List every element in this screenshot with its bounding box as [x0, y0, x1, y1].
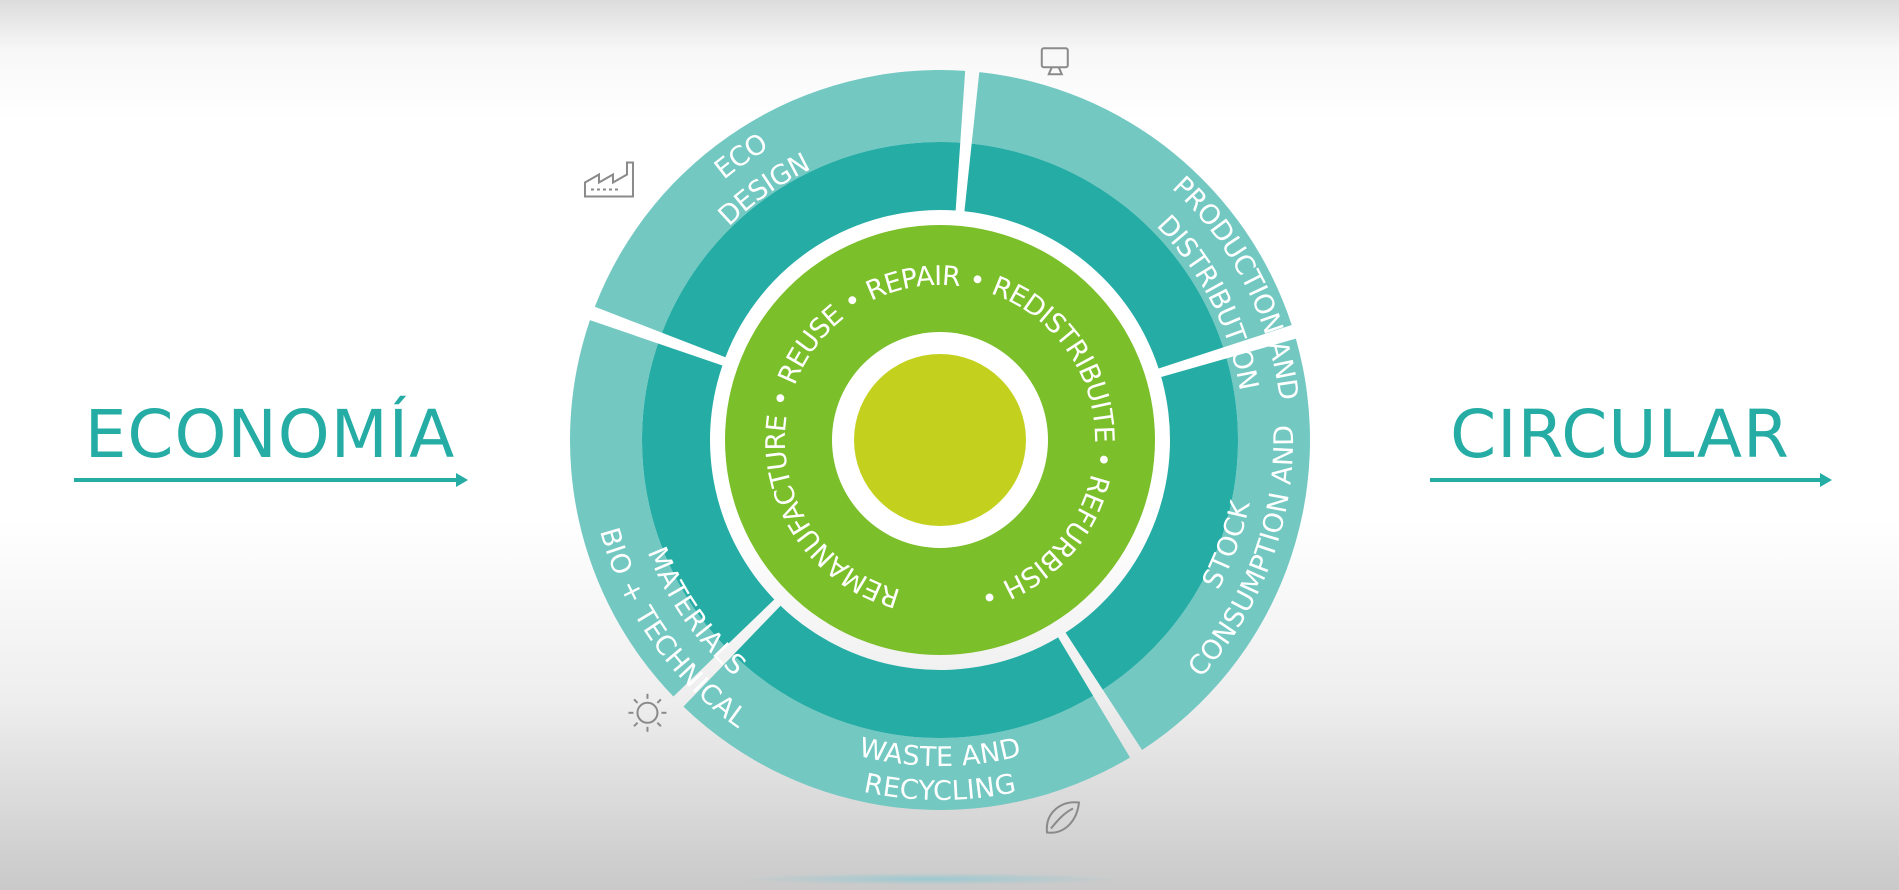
- factory-icon: [583, 161, 634, 198]
- segment-eco: [570, 320, 775, 697]
- segment-outer-band: [1102, 338, 1310, 750]
- segment-outer-band: [683, 654, 1131, 810]
- economia-title: ECONOMÍA: [84, 396, 456, 473]
- segment-inner-band: [642, 343, 775, 647]
- circular-title: CIRCULAR: [1450, 396, 1790, 473]
- segment-inner-band: [1065, 358, 1238, 690]
- segment-materials: [683, 605, 1131, 810]
- segment-waste: [1065, 338, 1310, 750]
- core-circle: [854, 354, 1026, 526]
- segment-outer-band: [570, 320, 726, 697]
- left-arrow-head: [456, 473, 468, 487]
- segments-layer: [570, 69, 1310, 810]
- segment-inner-band: [733, 605, 1094, 738]
- bottom-glow: [740, 873, 1120, 885]
- leaf-icon: [1045, 801, 1081, 834]
- left-arrow: [74, 473, 468, 487]
- segment-outer-band: [971, 72, 1292, 348]
- lightbulb-icon: [628, 693, 667, 732]
- segment-outer-band: [594, 69, 966, 333]
- segment-production: [594, 69, 966, 358]
- segment-consumption: [964, 72, 1292, 369]
- icons-layer: [583, 47, 1320, 834]
- segment-inner-band: [964, 143, 1224, 369]
- segment-inner-band: [661, 142, 961, 358]
- computer-icon: [1040, 47, 1069, 76]
- right-arrow-head: [1820, 473, 1832, 487]
- right-arrow: [1430, 473, 1832, 487]
